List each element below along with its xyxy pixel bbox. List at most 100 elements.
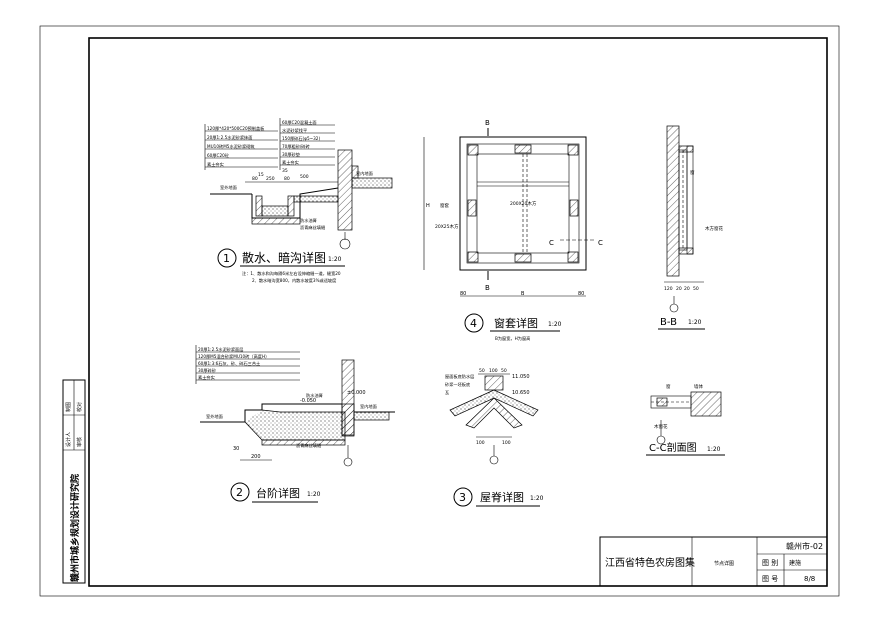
d1-dim-500: 500 <box>300 174 309 180</box>
number-value: 8/8 <box>804 575 815 583</box>
cc-label-wall: 墙体 <box>694 383 703 390</box>
d3-dim-50b: 50 <box>501 368 507 374</box>
d2-label-indoor: 室内地面 <box>360 403 377 410</box>
d1-dim-80a: 80 <box>252 176 258 182</box>
d4-mark-b-bottom: B <box>485 284 490 292</box>
d2-dim-30: 30 <box>233 446 239 452</box>
d1-note-1: 注：1、散水和沟每隔6米左右设伸缩缝一道，缝宽20 <box>242 270 341 277</box>
d3-label-mortar: 砂浆一坯板底 <box>445 381 470 388</box>
d2-layer-3: 60厚1:3:6石灰、砂、碎石三合土 <box>198 360 260 367</box>
number-label: 图 号 <box>762 575 778 583</box>
d2-layer-5: 素土夯实 <box>198 374 215 381</box>
d4-scale: 1:20 <box>548 321 562 328</box>
d4-mark-b-top: B <box>485 119 490 127</box>
role-drafter: 制图 <box>65 402 72 412</box>
institute-name: 赣州市城乡规划设计研究院 <box>69 474 81 582</box>
d2-number-circle <box>230 482 250 502</box>
cc-scale: 1:20 <box>707 446 721 453</box>
d2-dim-elev-1: -0.050 <box>300 398 316 404</box>
d1-rlayer-6: 素土夯实 <box>282 159 299 166</box>
detail-cc-section: 窗 墙体 木窗花 C-C剖面图 1:20 <box>646 383 725 456</box>
d2-title: 台阶详图 <box>256 486 300 500</box>
d3-dim-50a: 50 <box>479 368 485 374</box>
d3-dim-100a: 100 <box>476 440 485 446</box>
d4-title: 窗套详图 <box>494 316 538 330</box>
d1-layer-4: 60厚C20砼 <box>207 152 230 159</box>
d2-label-filler: 沥青麻丝填缝 <box>296 442 322 449</box>
d4-dim-h: H <box>426 203 430 209</box>
d1-dim-35: 35 <box>282 168 288 174</box>
title-block: 江西省特色农房图集 节点详图 赣州市-02 图 别 建施 图 号 8/8 <box>599 536 828 587</box>
role-reviewer: 校对 <box>76 402 83 412</box>
d4-dim-80-right: 80 <box>578 291 584 297</box>
bb-label-window: 窗 <box>690 169 695 176</box>
d2-number: 2 <box>236 486 243 499</box>
bb-title: B-B <box>660 317 677 328</box>
atlas-title: 江西省特色农房图集 <box>605 556 695 569</box>
d1-layer-callout-left: 120厚*420*500C20预制盖板 20厚1:2.5水泥砂浆抹面 MU10砖… <box>204 124 278 170</box>
d1-axis-bubble <box>339 238 351 250</box>
bb-scale: 1:20 <box>688 319 702 326</box>
d3-label-waterproof: 屋面板底防水层 <box>445 373 474 380</box>
d3-dim-100b: 100 <box>502 440 511 446</box>
d1-label-filler: 沥青麻丝填缝 <box>300 224 326 231</box>
bb-dim-120: 120 <box>664 286 673 292</box>
d2-layer-4: 30厚碎砂 <box>198 367 216 374</box>
d4-label-wood-200: 200X20木方 <box>510 200 537 207</box>
d2-scale: 1:20 <box>307 491 321 498</box>
d1-label-indoor: 室内地面 <box>356 170 373 177</box>
drawing-name: 节点详图 <box>714 560 734 567</box>
d1-layer-2: 20厚1:2.5水泥砂浆抹面 <box>207 134 252 141</box>
d1-number-circle <box>217 248 237 268</box>
category-label: 图 别 <box>762 558 778 567</box>
d1-layer-1: 120厚*420*500C20预制盖板 <box>207 125 265 132</box>
d4-mark-c-left: C <box>549 239 554 247</box>
detail-2-steps: 20厚1:2.5水泥砂浆面层 120厚M5混合砂浆MU10砖（高度H） 60厚1… <box>195 345 395 503</box>
d3-number: 3 <box>459 491 466 504</box>
d1-layer-callout-right: 60厚C20混凝土面 水泥砂浆找平 150厚碎石(φ5~32) 70厚粗砂/碎砖… <box>279 118 335 170</box>
d3-title: 屋脊详图 <box>480 490 524 504</box>
cc-axis-bubble <box>656 435 666 445</box>
d4-dim-b: B <box>521 291 525 297</box>
d1-number: 1 <box>223 252 230 265</box>
d2-dim-200: 200 <box>251 454 261 460</box>
side-title-strip: 赣州市城乡规划设计研究院 设计人 审核 制图 校对 <box>62 379 86 584</box>
d3-label-tile: 瓦 <box>445 390 449 396</box>
d4-label-sleeve: 窗套 <box>440 202 449 209</box>
d1-scale: 1:20 <box>328 256 342 263</box>
cc-title: C-C剖面图 <box>649 441 697 454</box>
bb-axis-bubble <box>669 303 679 313</box>
d2-layer-1: 20厚1:2.5水泥砂浆面层 <box>198 346 243 353</box>
d2-label-outdoor: 室外地面 <box>206 413 223 420</box>
d1-rlayer-3: 150厚碎石(φ5~32) <box>282 135 320 142</box>
inner-border <box>88 37 828 587</box>
d1-rlayer-1: 60厚C20混凝土面 <box>282 119 317 126</box>
d3-elev-2: 10.650 <box>512 390 530 396</box>
detail-4-window-frame: B 200X20木方 20X25木方 窗套 C C H 80 B 80 B 4 <box>423 119 603 342</box>
detail-1-drainage: 120厚*420*500C20预制盖板 20厚1:2.5水泥砂浆抹面 MU10砖… <box>204 118 393 284</box>
d1-dim-15: 15 <box>258 172 264 178</box>
d3-elev-1: 11.050 <box>512 374 530 380</box>
role-designer: 设计人 <box>65 432 72 447</box>
d2-layer-2: 120厚M5混合砂浆MU10砖（高度H） <box>198 353 269 360</box>
bb-dim-50: 50 <box>693 286 699 292</box>
d3-scale: 1:20 <box>530 495 544 502</box>
region-code: 赣州市-02 <box>786 541 823 551</box>
bb-dim-20b: 20 <box>684 286 690 292</box>
d2-axis-bubble <box>343 457 353 467</box>
d1-note-2: 2、散水暗沟宽800，内散水坡度3%或适坡度 <box>252 277 337 284</box>
d4-number-circle <box>464 313 484 333</box>
d4-mark-c-right: C <box>598 239 603 247</box>
d1-layer-5: 素土夯实 <box>207 161 224 168</box>
d1-rlayer-5: 30厚砂垫 <box>282 151 301 158</box>
d1-dim-80b: 80 <box>284 176 290 182</box>
d4-number: 4 <box>470 317 477 330</box>
d1-layer-3: MU10砖M5水泥砂浆砌筑 <box>207 143 255 150</box>
d4-label-wood-20: 20X25木方 <box>435 223 459 230</box>
d1-label-outdoor: 室外地面 <box>220 184 237 191</box>
d1-rlayer-4: 70厚粗砂/碎砖 <box>282 143 310 150</box>
d1-rlayer-2: 水泥砂浆找平 <box>282 127 307 134</box>
d1-title: 散水、暗沟详图 <box>242 250 326 265</box>
cc-label-window: 窗 <box>666 383 671 390</box>
